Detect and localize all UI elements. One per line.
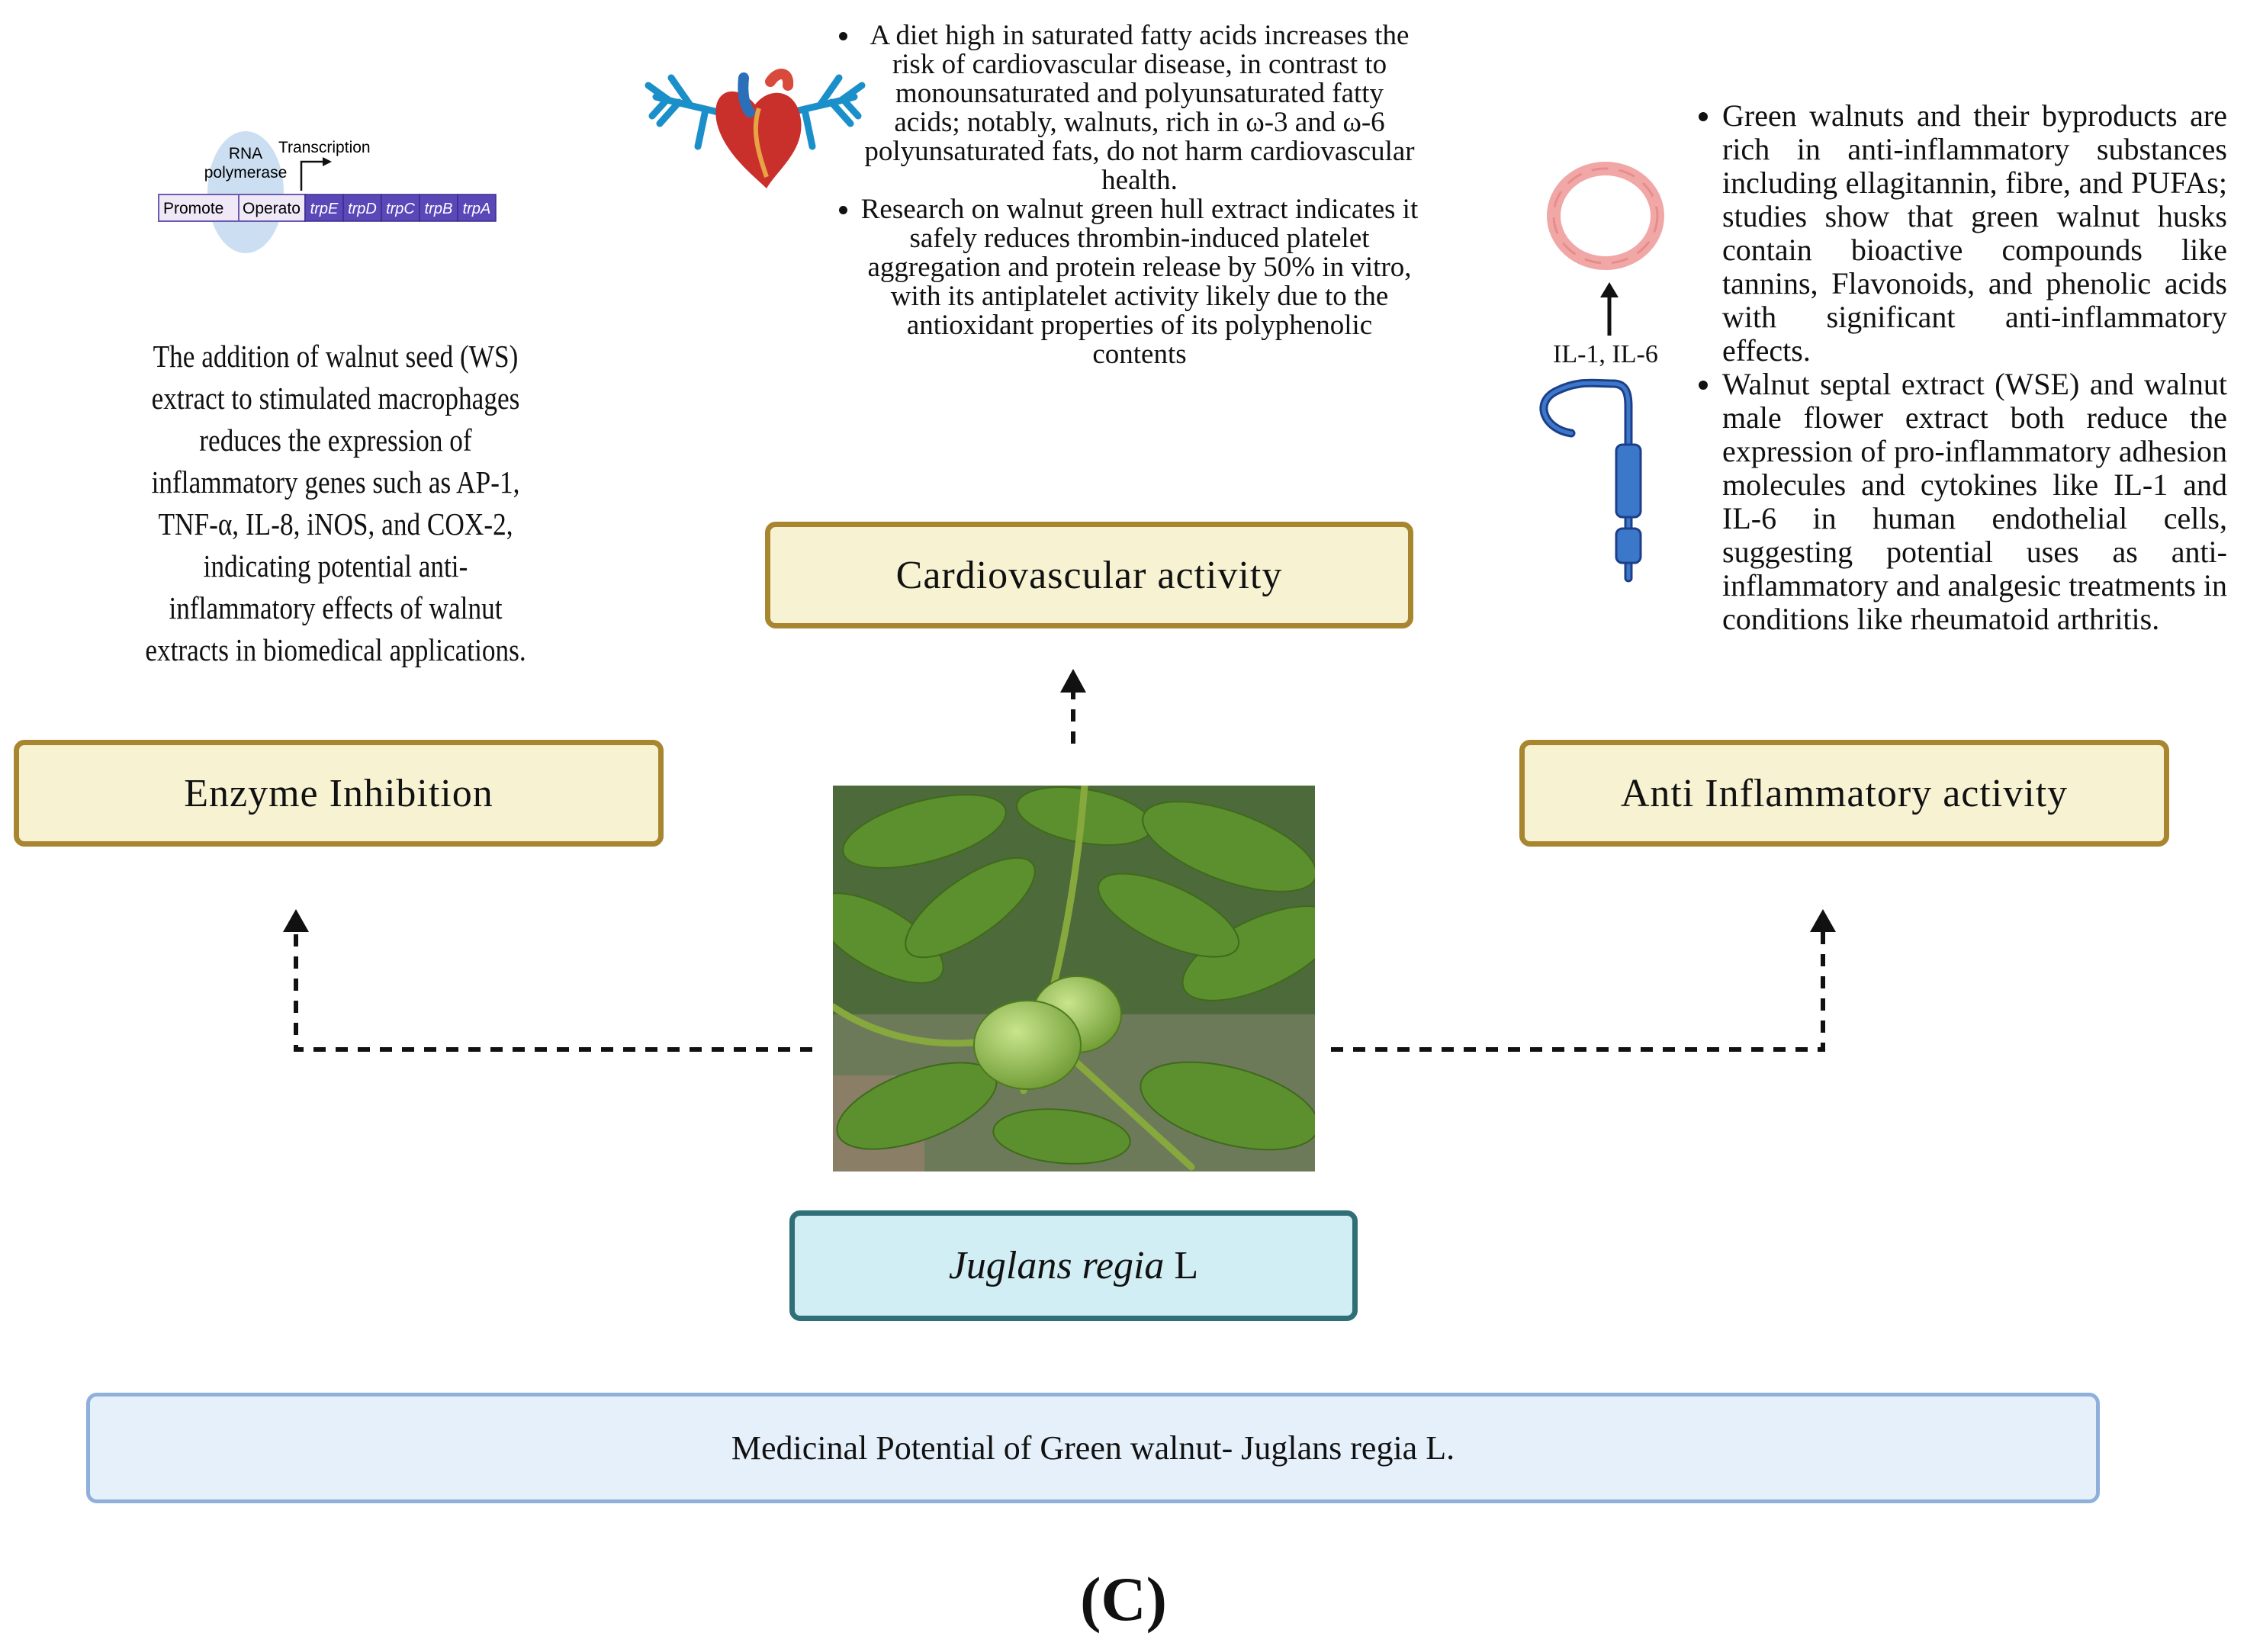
operon-diagram: RNA polymerase Transcription Promote Ope… xyxy=(158,131,497,253)
cardio-bullet-2: Research on walnut green hull extract in… xyxy=(860,195,1419,369)
enzyme-box: Enzyme Inhibition xyxy=(14,740,664,847)
gene-label-trpB: trpB xyxy=(425,201,453,217)
up-arrow-icon xyxy=(1600,282,1619,336)
antiinflammatory-description: Green walnuts and their byproducts are r… xyxy=(1686,99,2227,636)
green-walnut-photo xyxy=(833,786,1315,1172)
antiinflammatory-label: Anti Inflammatory activity xyxy=(1620,771,2069,815)
gene-box-trpB xyxy=(419,194,458,222)
antiinflammatory-bullet-1: Green walnuts and their byproducts are r… xyxy=(1722,99,2227,368)
enzyme-label: Enzyme Inhibition xyxy=(184,771,493,815)
gene-group: trpE trpD trpC trpB trpA xyxy=(304,194,497,222)
gene-label-trpC: trpC xyxy=(386,201,415,217)
receptor-icon xyxy=(1539,378,1642,583)
gene-box-trpE xyxy=(304,194,344,222)
arrowhead-enzyme xyxy=(283,909,309,932)
cardio-description: A diet high in saturated fatty acids inc… xyxy=(824,21,1419,369)
species-suffix: L xyxy=(1164,1244,1199,1287)
cardio-label: Cardiovascular activity xyxy=(895,553,1283,597)
enzyme-description: The addition of walnut seed (WS) extract… xyxy=(145,339,526,667)
cardio-box: Cardiovascular activity xyxy=(765,522,1413,628)
arrow-to-enzyme xyxy=(294,929,812,1052)
heart-icon xyxy=(645,69,866,188)
promoter-label: Promote xyxy=(163,200,223,217)
transcription-label: Transcription xyxy=(278,139,371,156)
arrowhead-antiinflammatory xyxy=(1810,909,1836,932)
cytokine-label: IL-1, IL-6 xyxy=(1553,340,1658,368)
banner-title: Medicinal Potential of Green walnut- Jug… xyxy=(731,1429,1455,1467)
title-banner: Medicinal Potential of Green walnut- Jug… xyxy=(86,1393,2100,1503)
gene-box-trpA xyxy=(457,194,497,222)
gene-label-trpA: trpA xyxy=(463,201,491,217)
antiinflammatory-bullet-2: Walnut septal extract (WSE) and walnut m… xyxy=(1722,368,2227,636)
arrow-to-antiinflammatory xyxy=(1331,929,1825,1052)
gene-label-trpD: trpD xyxy=(348,201,377,217)
antiinflammatory-box: Anti Inflammatory activity xyxy=(1519,740,2169,847)
rna-label-1: RNA xyxy=(229,145,262,162)
arrowhead-cardio xyxy=(1060,669,1086,693)
rna-label-2: polymerase xyxy=(204,164,288,182)
rna-polymerase-shape xyxy=(207,131,284,253)
cardio-bullet-1: A diet high in saturated fatty acids inc… xyxy=(860,21,1419,195)
panel-label: (C) xyxy=(1080,1564,1167,1634)
operator-label: Operato xyxy=(243,200,301,217)
gene-box-trpC xyxy=(381,194,420,222)
blood-vessel-icon xyxy=(1547,162,1664,270)
species-box: Juglans regia L xyxy=(789,1210,1358,1321)
species-name: Juglans regia xyxy=(948,1244,1165,1287)
gene-label-trpE: trpE xyxy=(310,201,339,217)
gene-box-trpD xyxy=(342,194,382,222)
